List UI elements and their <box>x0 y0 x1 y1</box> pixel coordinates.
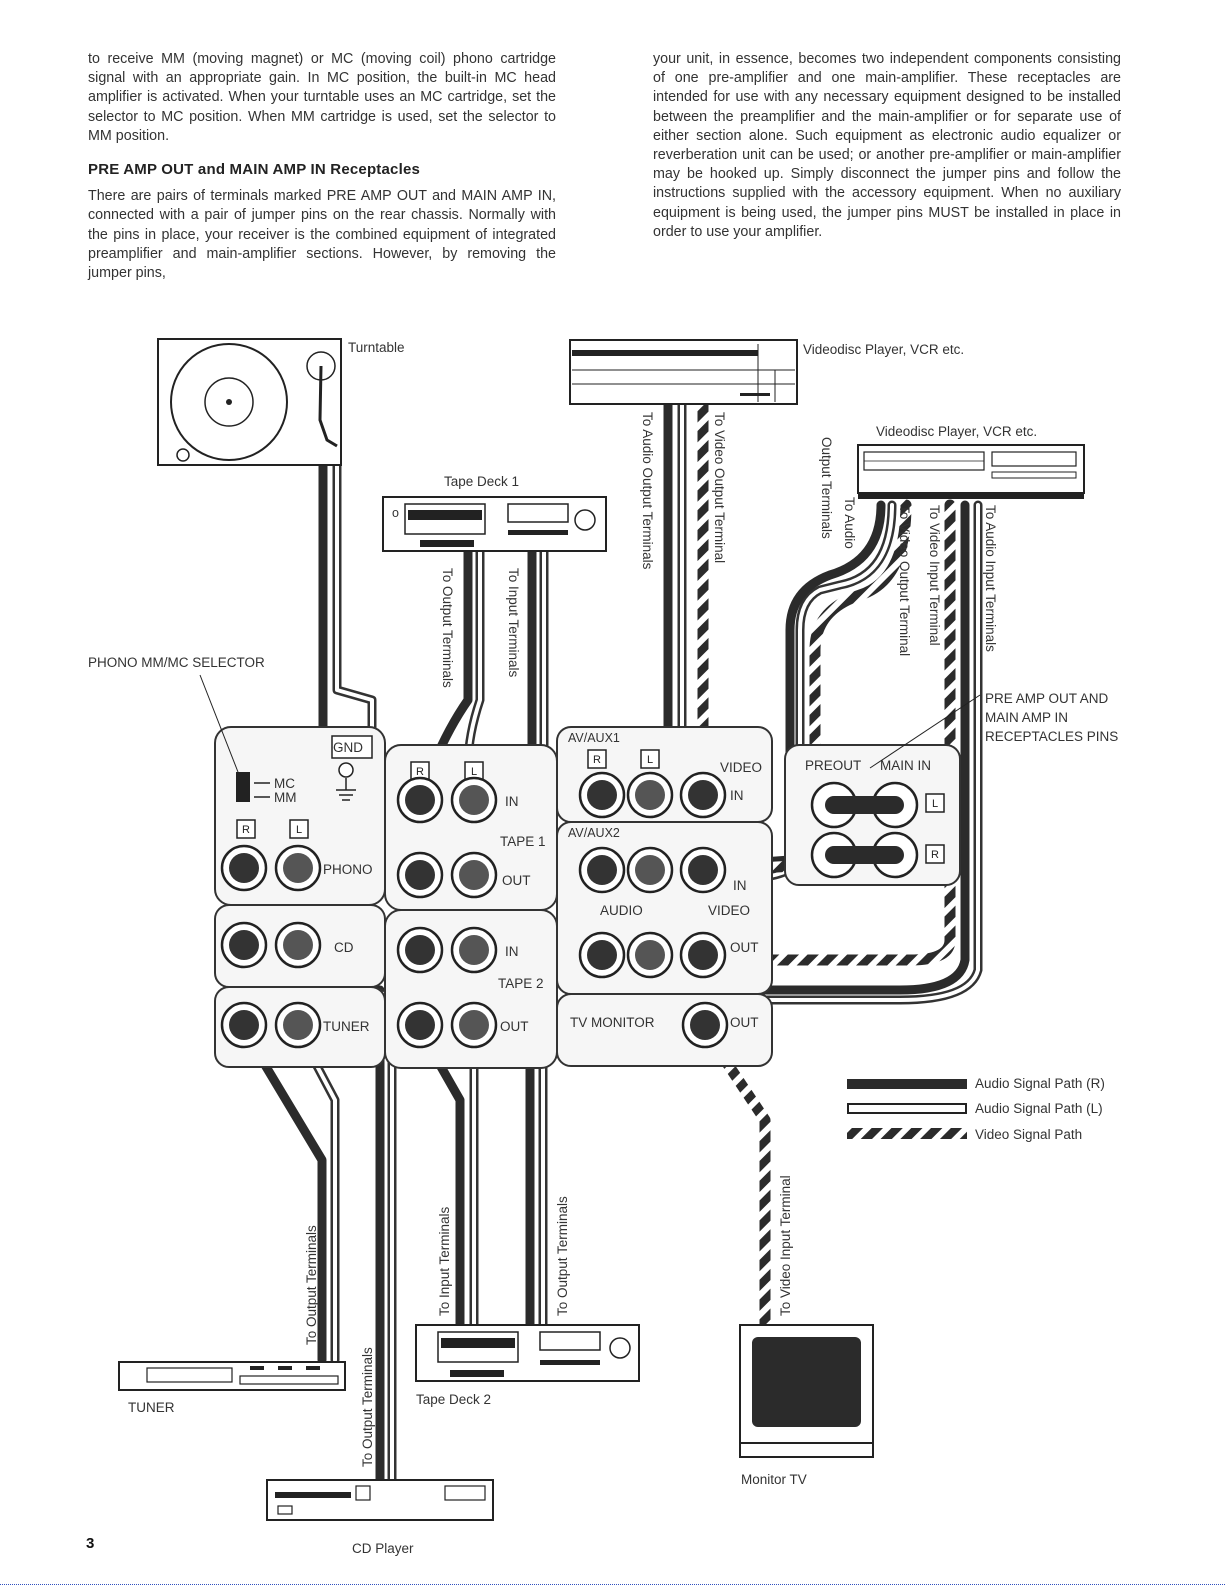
vcr-right-device: Videodisc Player, VCR etc. <box>857 424 1085 499</box>
av-aux2-label: AV/AUX2 <box>568 826 620 840</box>
aux2-in-label: IN <box>733 878 747 893</box>
av-r-label: R <box>593 754 601 766</box>
av-l-label: L <box>647 754 653 766</box>
tape2-in-label: IN <box>505 944 519 959</box>
legend-audio-l: Audio Signal Path (L) <box>975 1101 1103 1116</box>
legend-audio-r-swatch <box>847 1079 967 1089</box>
right-text-column: your unit, in essence, becomes two indep… <box>653 50 1121 252</box>
left-text-column: to receive MM (moving magnet) or MC (mov… <box>88 50 556 293</box>
tv-monitor-out-label: OUT <box>730 1015 759 1030</box>
gnd-terminal[interactable] <box>338 762 354 778</box>
audio-label: AUDIO <box>600 903 643 918</box>
cd-to-output-label: To Output Terminals <box>360 1347 375 1467</box>
section-heading: PRE AMP OUT and MAIN AMP IN Receptacles <box>88 161 421 179</box>
gnd-label: GND <box>333 740 363 755</box>
legend-audio-r: Audio Signal Path (R) <box>975 1076 1105 1091</box>
phono-section: MC MM GND R L PHONO <box>220 735 373 892</box>
main-r-label: R <box>931 849 939 861</box>
vcr-right-label: Videodisc Player, VCR etc. <box>876 424 1037 439</box>
vcr-top-device: Videodisc Player, VCR etc. <box>569 339 964 405</box>
pins-label-3: RECEPTACLES PINS <box>985 729 1118 744</box>
main-l-label: L <box>932 798 938 810</box>
ground-symbol-icon <box>336 778 356 801</box>
tape2-to-input-label: To Input Terminals <box>437 1206 452 1316</box>
tape-r-label: R <box>416 766 424 778</box>
monitor-tv-label: Monitor TV <box>741 1472 807 1487</box>
tv-monitor-label: TV MONITOR <box>570 1015 655 1030</box>
mc-label: MC <box>274 776 295 791</box>
cd-label: CD <box>334 940 354 955</box>
cd-tuner-section: CD TUNER <box>220 921 370 1049</box>
cd-player-label: CD Player <box>352 1541 414 1556</box>
tuner-device: TUNER <box>118 1361 346 1415</box>
legend-video-swatch <box>847 1128 967 1139</box>
phono-label: PHONO <box>323 862 373 877</box>
tape-deck-1-device: o Tape Deck 1 <box>382 474 607 552</box>
selector-label: PHONO MM/MC SELECTOR <box>88 655 265 670</box>
to-video-output-r-label: To Video Output Terminal <box>897 505 912 656</box>
tape1-label: TAPE 1 <box>500 834 546 849</box>
tuner-to-output-label: To Output Terminals <box>304 1225 319 1345</box>
tuner-label: TUNER <box>128 1400 175 1415</box>
pins-label-2: MAIN AMP IN <box>985 710 1068 725</box>
legend-video: Video Signal Path <box>975 1127 1082 1142</box>
main-in-label: MAIN IN <box>880 758 931 773</box>
wire-labels: To Output Terminals To Input Terminals T… <box>304 412 998 1467</box>
tape2-out-label: OUT <box>500 1019 529 1034</box>
body-paragraph-left: There are pairs of terminals marked PRE … <box>88 188 556 282</box>
tape-deck-1-label: Tape Deck 1 <box>444 474 519 489</box>
intro-paragraph: to receive MM (moving magnet) or MC (mov… <box>88 51 556 144</box>
tuner-terminal-label: TUNER <box>323 1019 370 1034</box>
av-aux1-label: AV/AUX1 <box>568 731 620 745</box>
body-paragraph-right: your unit, in essence, becomes two indep… <box>653 51 1121 240</box>
tape1-in-label: IN <box>505 794 519 809</box>
pins-label-1: PRE AMP OUT AND <box>985 691 1109 706</box>
tape1-out-label: OUT <box>502 873 531 888</box>
cd-player-device: CD Player <box>266 1479 494 1556</box>
monitor-tv-device: Monitor TV <box>739 1324 874 1487</box>
output-terminals-label: Output Terminals <box>819 437 834 539</box>
turntable-device: Turntable <box>157 338 405 466</box>
tape-deck-2-label: Tape Deck 2 <box>416 1392 491 1407</box>
mm-mc-selector-switch[interactable] <box>236 772 250 802</box>
preout-mainin-section: PREOUT MAIN IN L R PRE AMP OUT AND MAIN … <box>805 691 1118 879</box>
to-audio-label: To Audio <box>842 497 857 549</box>
video-in-label: VIDEO <box>720 760 762 775</box>
video-out-label: OUT <box>730 940 759 955</box>
to-video-output-label: To Video Output Terminal <box>712 412 727 563</box>
legend: Audio Signal Path (R) Audio Signal Path … <box>847 1076 1105 1142</box>
vcr-top-label: Videodisc Player, VCR etc. <box>803 342 964 357</box>
tape2-label: TAPE 2 <box>498 976 544 991</box>
phono-r-label: R <box>242 824 250 836</box>
tape-deck-2-device: Tape Deck 2 <box>415 1324 640 1407</box>
tape1-to-input-label: To Input Terminals <box>506 568 521 678</box>
to-audio-output-label: To Audio Output Terminals <box>640 412 655 570</box>
to-video-input-label: To Video Input Terminal <box>927 505 942 646</box>
tv-to-video-input-label: To Video Input Terminal <box>778 1175 793 1316</box>
video-label: VIDEO <box>708 903 750 918</box>
tape2-to-output-label: To Output Terminals <box>555 1196 570 1316</box>
aux1-in-label: IN <box>730 788 744 803</box>
to-audio-input-label: To Audio Input Terminals <box>983 505 998 652</box>
turntable-label: Turntable <box>348 340 405 355</box>
av-section: AV/AUX1 R L VIDEO IN AV/AUX2 IN AUDIO VI… <box>568 731 762 1049</box>
tape1-to-output-label: To Output Terminals <box>440 568 455 688</box>
phono-l-label: L <box>296 824 302 836</box>
tape-section: R L IN TAPE 1 OUT IN TAPE 2 OUT <box>396 761 546 1049</box>
svg-text:o: o <box>392 506 399 520</box>
legend-audio-l-swatch <box>847 1103 967 1114</box>
page-number: 3 <box>86 1535 95 1552</box>
mm-label: MM <box>274 790 297 805</box>
tape-l-label: L <box>471 766 477 778</box>
preout-label: PREOUT <box>805 758 861 773</box>
